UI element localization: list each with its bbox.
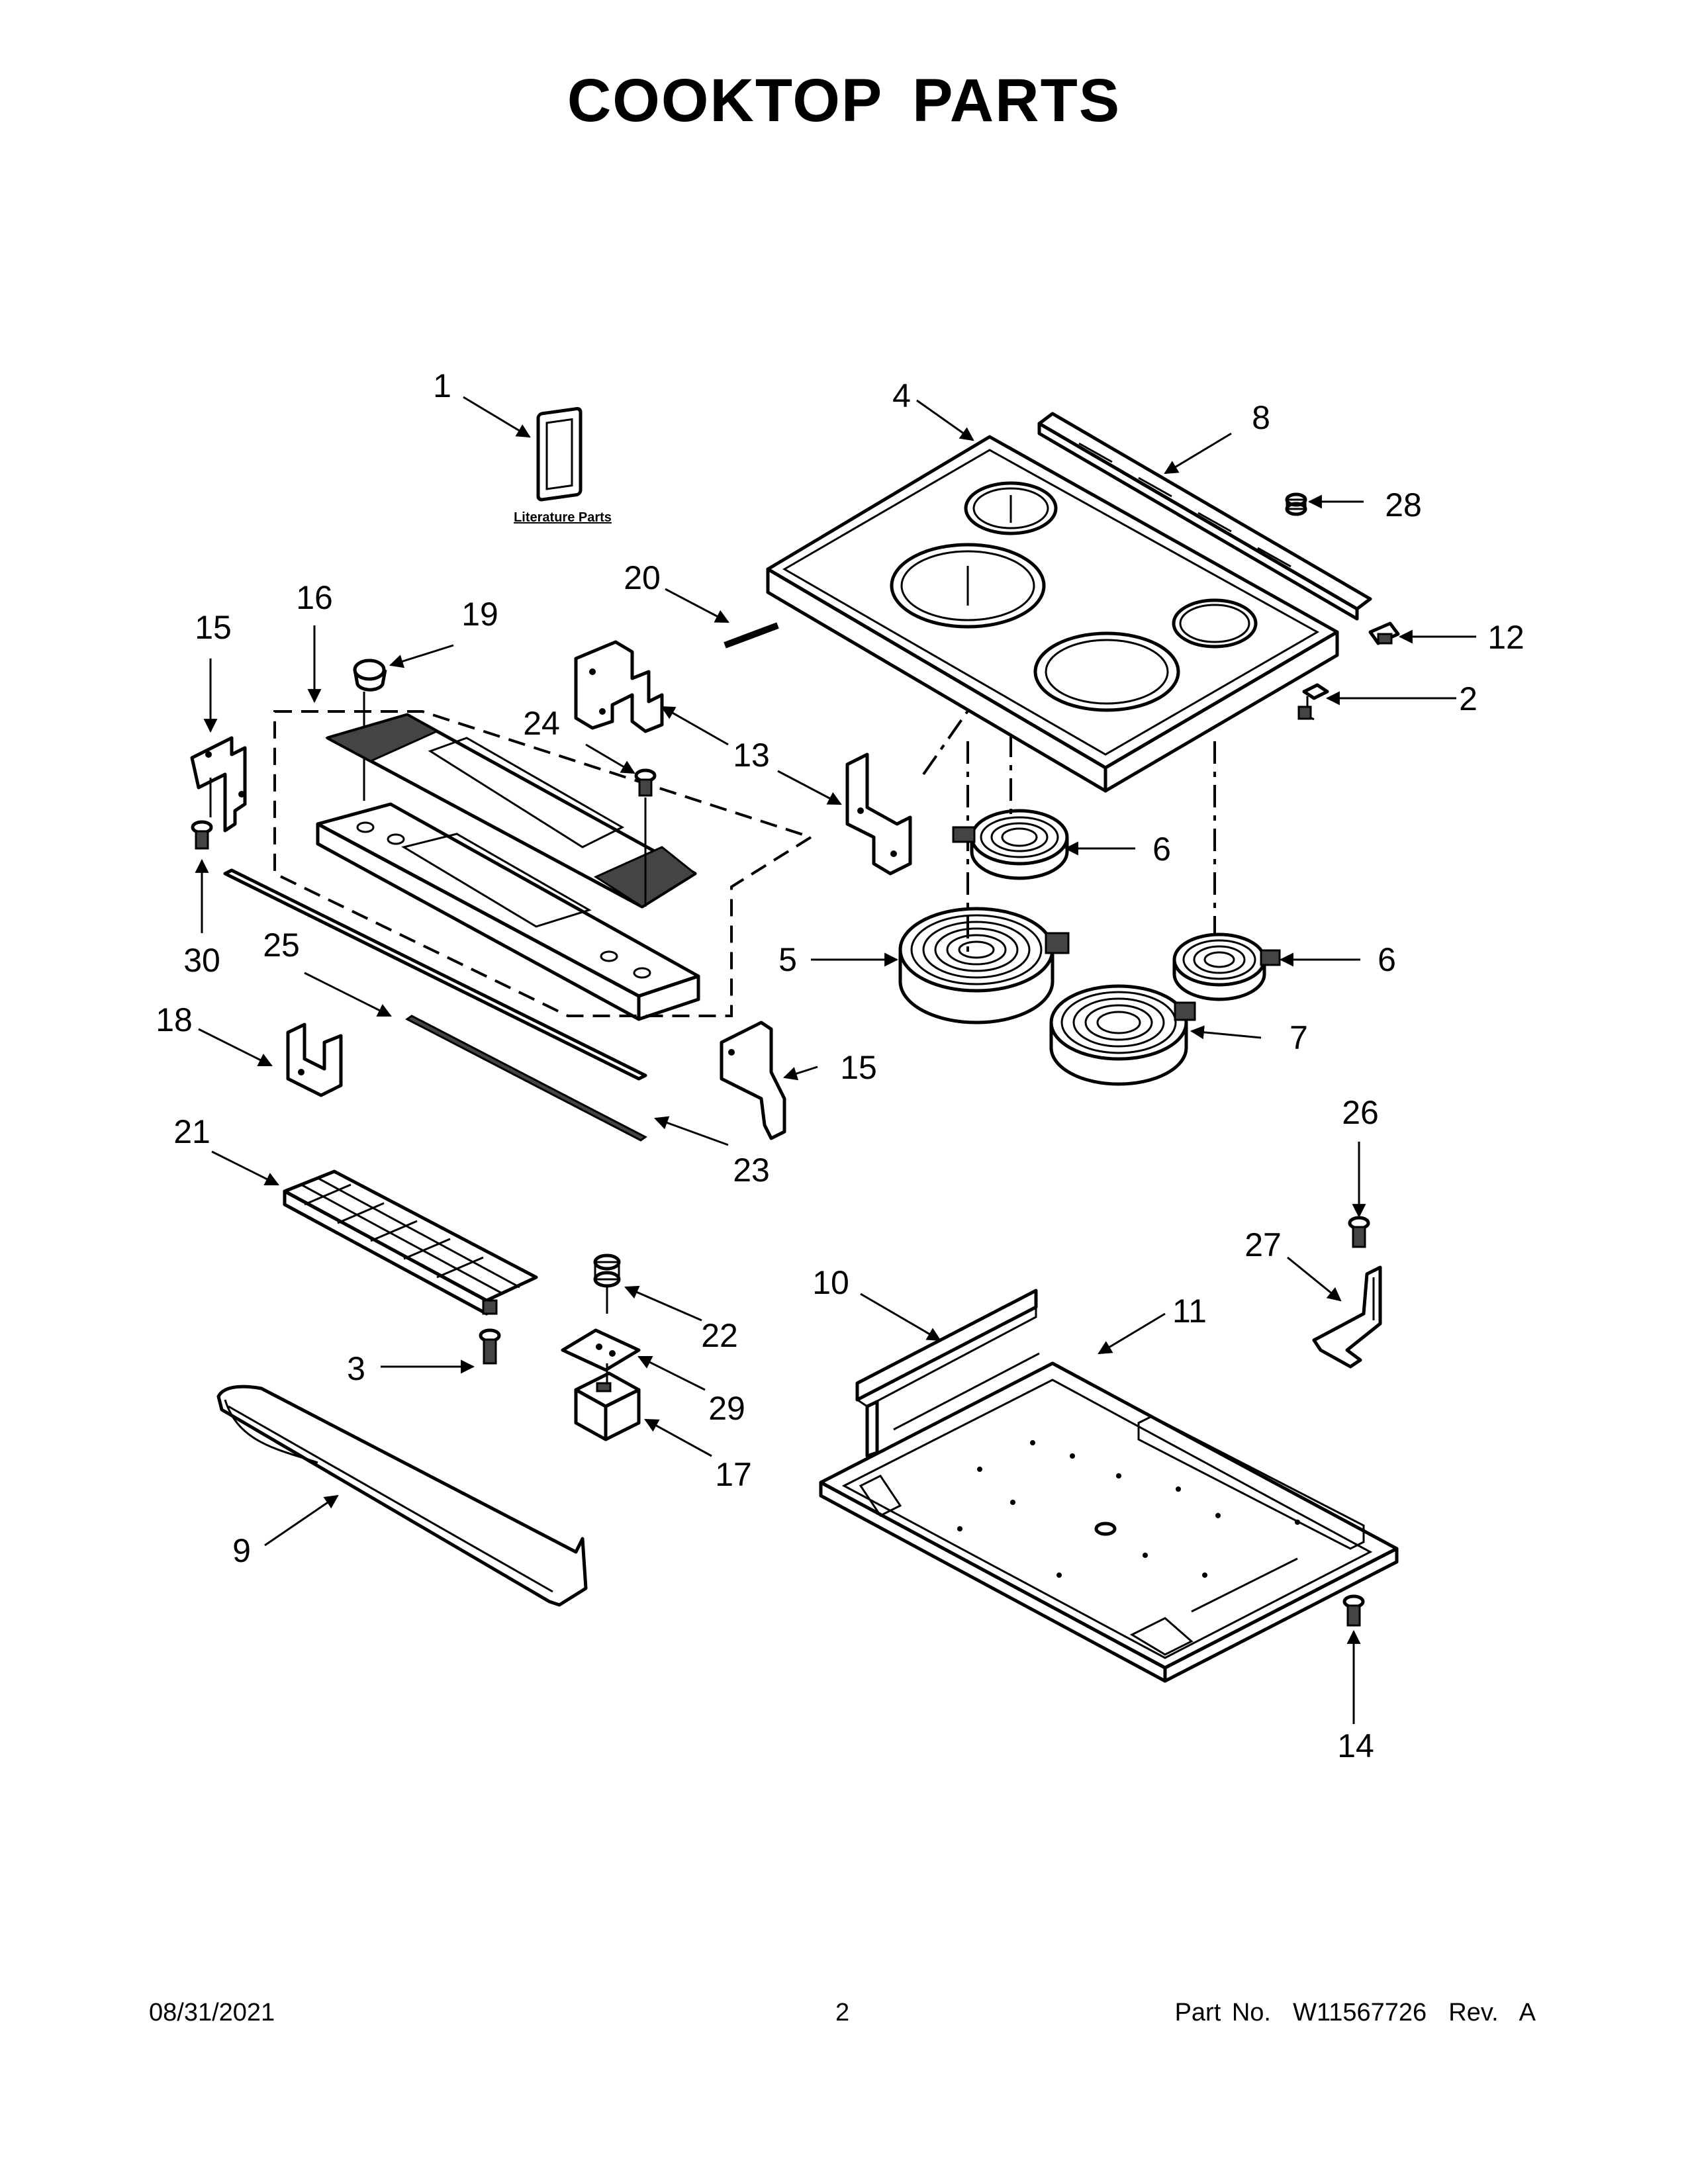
callout-7: 7 bbox=[1289, 1019, 1308, 1056]
footer-date: 08/31/2021 bbox=[149, 1999, 275, 2026]
part-20-strip bbox=[724, 622, 779, 649]
footer-part-number: Part No. W11567726 Rev. A bbox=[1174, 1999, 1536, 2026]
part-1-literature: Literature Parts bbox=[514, 407, 612, 525]
part-12-clip bbox=[1368, 621, 1400, 645]
callout-20: 20 bbox=[624, 559, 661, 596]
part-3-screw bbox=[479, 1328, 501, 1365]
part-5-radiant-element-large bbox=[898, 907, 1070, 1024]
callout-17: 17 bbox=[715, 1456, 752, 1493]
callout-6a: 6 bbox=[1152, 831, 1171, 868]
part-8-rear-trim bbox=[1037, 412, 1372, 621]
part-27-bracket bbox=[1312, 1265, 1382, 1369]
part-11-bottom-pan bbox=[819, 1352, 1399, 1683]
callout-15b: 15 bbox=[840, 1049, 877, 1086]
part-21-harness-tray bbox=[283, 1169, 538, 1316]
callout-25: 25 bbox=[263, 927, 300, 964]
part-30-screw bbox=[191, 820, 213, 850]
callout-30: 30 bbox=[183, 942, 220, 979]
part-19-knob bbox=[353, 659, 387, 692]
part-7-radiant-element-medium bbox=[1049, 984, 1196, 1086]
part-13-bracket-right bbox=[845, 752, 912, 876]
callout-11: 11 bbox=[1172, 1293, 1207, 1330]
part-10-bracket-bar bbox=[855, 1289, 1038, 1458]
footer-page-number: 2 bbox=[835, 1999, 850, 2026]
callout-22: 22 bbox=[701, 1317, 738, 1354]
part-23-strip bbox=[405, 1015, 647, 1142]
callout-6b: 6 bbox=[1378, 941, 1396, 978]
part-24-screw bbox=[634, 768, 657, 907]
callout-13: 13 bbox=[733, 737, 770, 774]
callout-29: 29 bbox=[708, 1390, 745, 1427]
part-25-strip bbox=[223, 868, 647, 1081]
part-15-bracket-right bbox=[720, 1021, 786, 1140]
leader-lines bbox=[195, 396, 1476, 1724]
alignment-lines bbox=[922, 707, 1216, 953]
callout-27: 27 bbox=[1244, 1226, 1282, 1263]
callout-8: 8 bbox=[1252, 399, 1270, 436]
callout-23: 23 bbox=[733, 1152, 770, 1189]
callout-1: 1 bbox=[433, 367, 451, 404]
part-9-front-trim bbox=[216, 1385, 588, 1607]
part-17-switch bbox=[574, 1371, 641, 1441]
page-title: COOKTOP PARTS bbox=[567, 67, 1121, 134]
callout-28: 28 bbox=[1385, 486, 1422, 523]
callout-9: 9 bbox=[232, 1532, 251, 1569]
callout-4: 4 bbox=[892, 377, 911, 414]
part-13-bracket-left bbox=[574, 640, 664, 733]
callout-2: 2 bbox=[1459, 680, 1477, 717]
part-4-cooktop-glass bbox=[766, 435, 1339, 793]
literature-parts-label: Literature Parts bbox=[514, 510, 612, 525]
callout-10: 10 bbox=[812, 1264, 849, 1301]
callout-12: 12 bbox=[1487, 619, 1524, 656]
part-6-radiant-element-small-right bbox=[1172, 933, 1281, 1001]
callout-numbers: 1 2 3 4 5 6 6 7 8 9 10 11 12 13 14 15 15… bbox=[156, 367, 1524, 1764]
callout-3: 3 bbox=[347, 1350, 365, 1387]
part-15-bracket-left bbox=[190, 736, 247, 833]
part-16-control-panel bbox=[316, 802, 700, 1021]
callout-16: 16 bbox=[296, 579, 333, 616]
callout-21: 21 bbox=[173, 1113, 211, 1150]
part-6-radiant-element-small bbox=[952, 809, 1069, 880]
callout-5: 5 bbox=[778, 941, 797, 978]
callout-19: 19 bbox=[461, 596, 498, 633]
part-16-group-outline bbox=[273, 710, 814, 1017]
callout-18: 18 bbox=[156, 1001, 193, 1038]
part-22-bumper bbox=[593, 1253, 621, 1314]
part-18-bracket bbox=[286, 1023, 343, 1097]
callout-15a: 15 bbox=[195, 609, 232, 646]
callout-14: 14 bbox=[1337, 1727, 1374, 1764]
part-14-screw bbox=[1342, 1594, 1365, 1627]
part-2-wire-clip bbox=[1297, 683, 1329, 721]
part-26-screw bbox=[1348, 1216, 1370, 1248]
part-28-bumper bbox=[1285, 492, 1307, 516]
callout-26: 26 bbox=[1342, 1094, 1379, 1131]
callout-24: 24 bbox=[523, 705, 560, 742]
